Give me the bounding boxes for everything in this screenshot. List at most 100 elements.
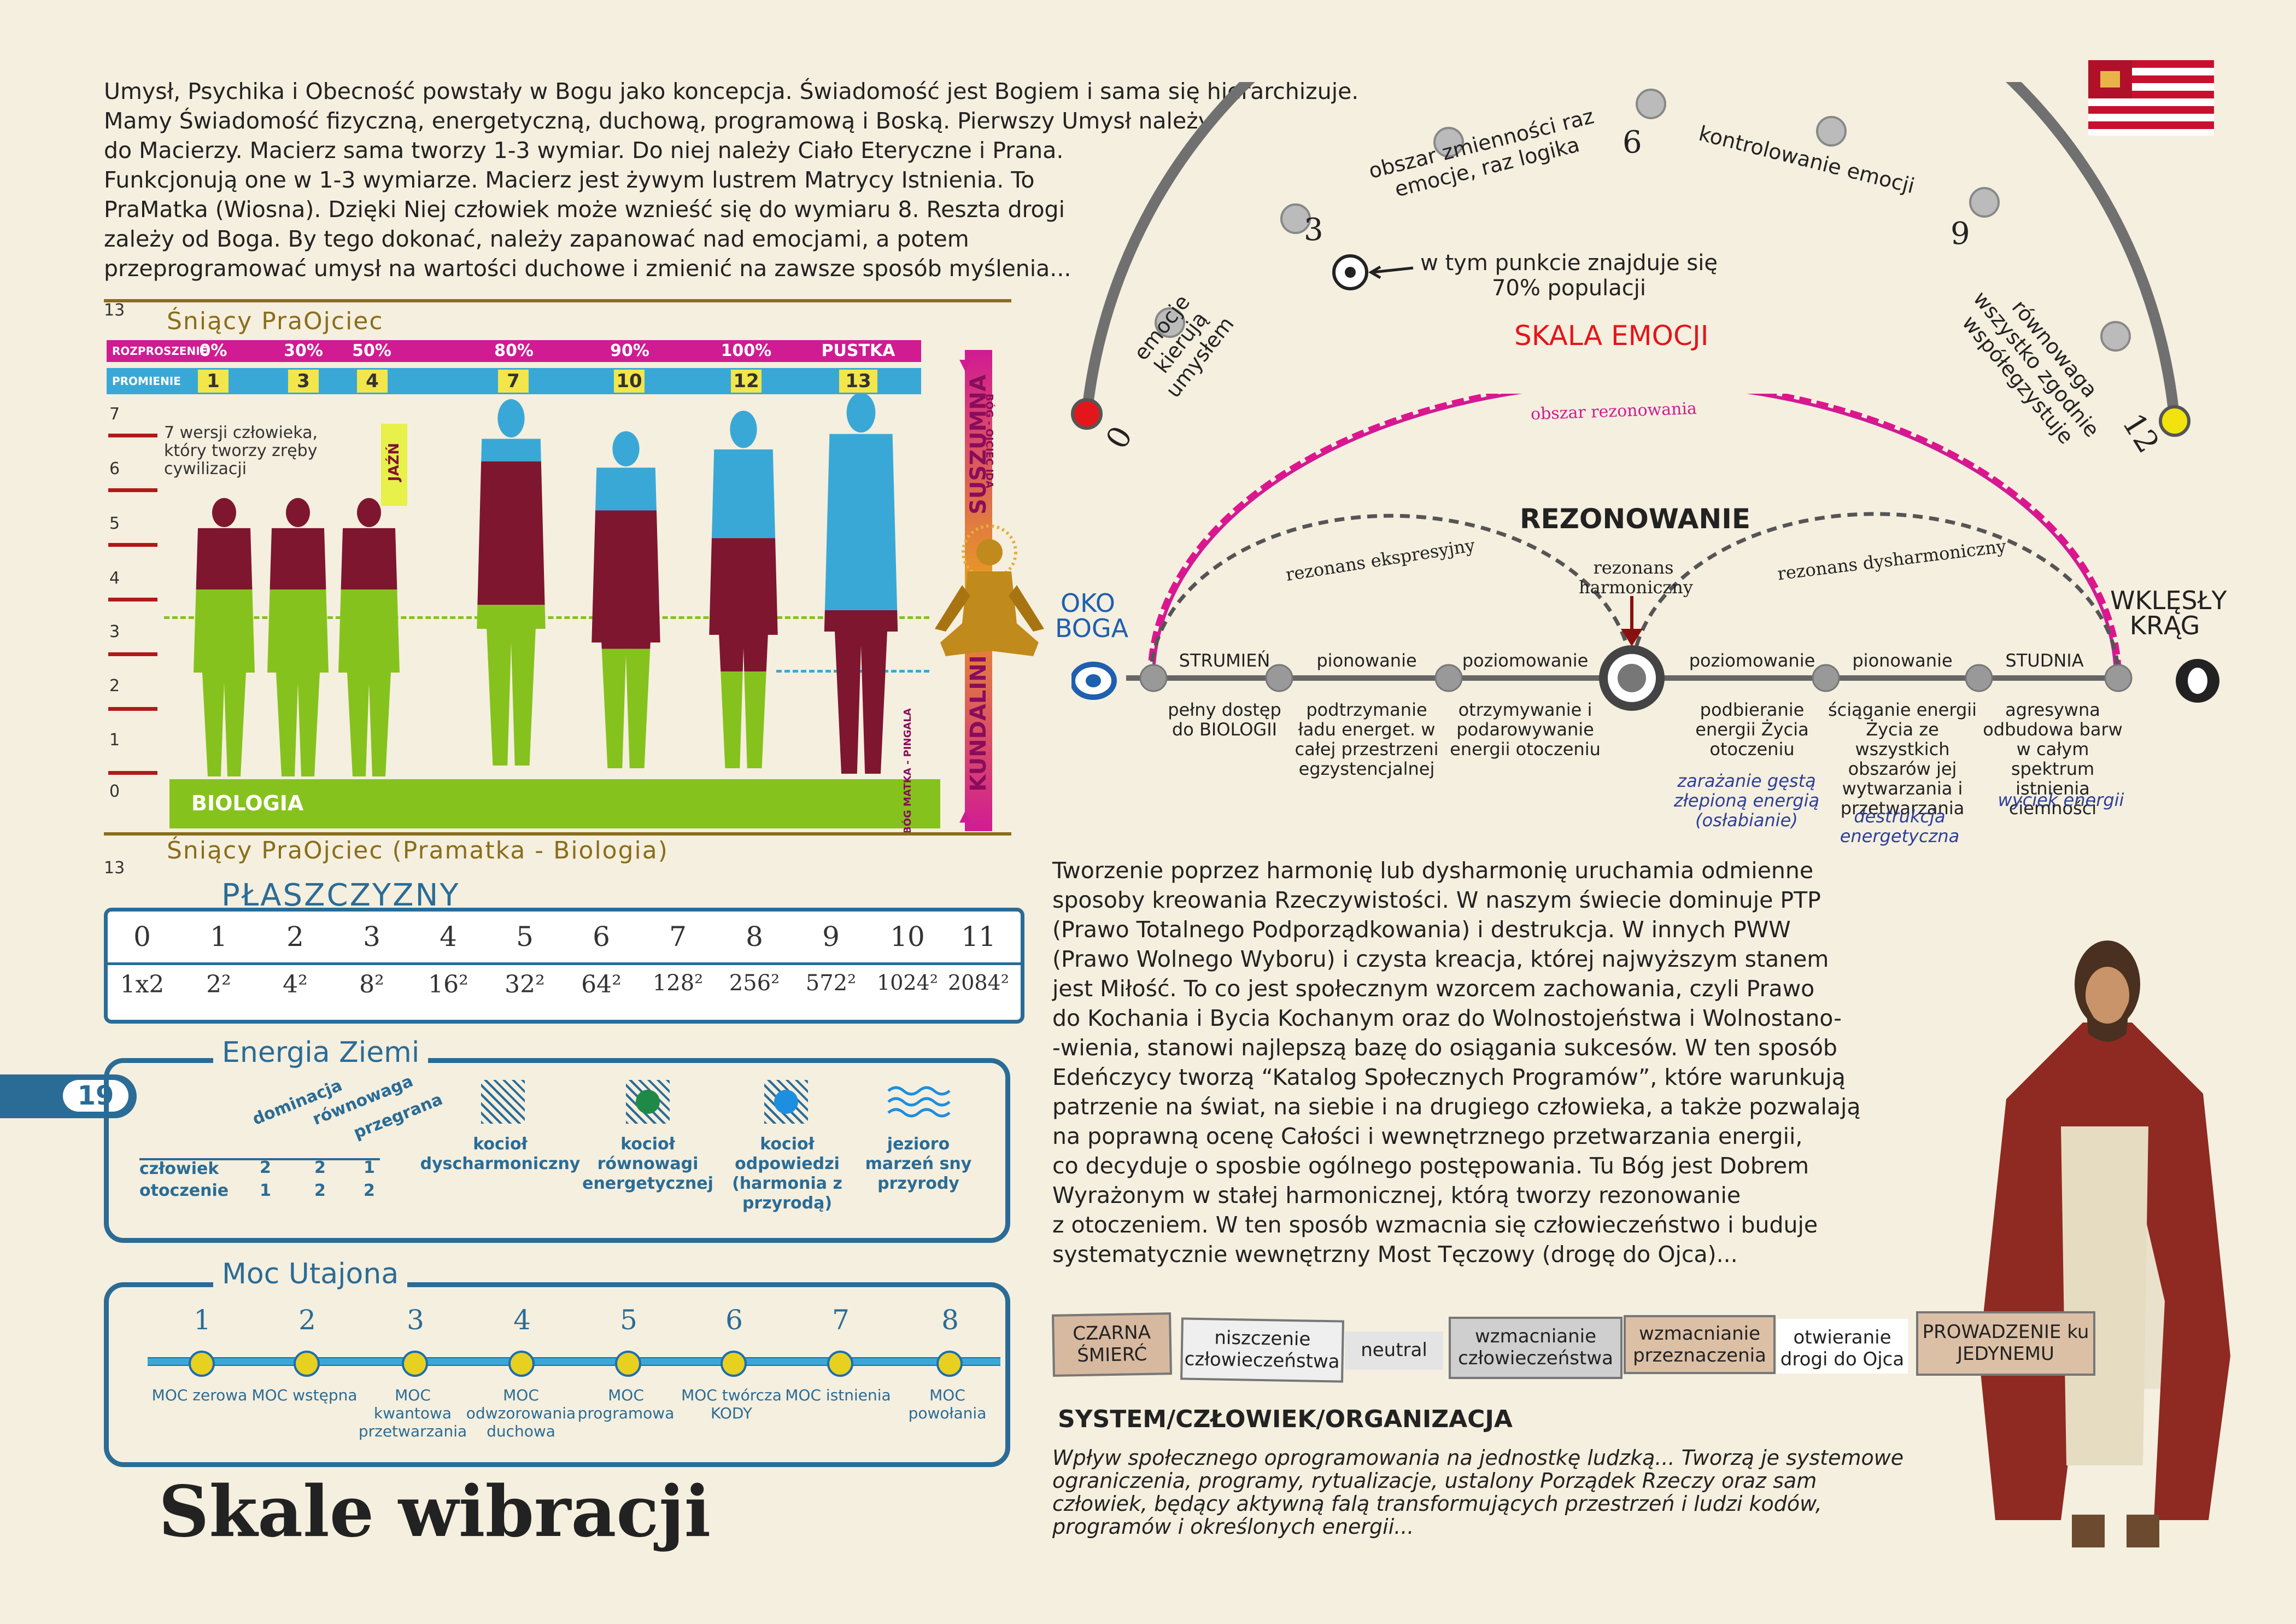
bottom-praojciec-label: Śniący PraOjciec (Pramatka - Biologia) [167, 837, 669, 864]
scale-tick [108, 543, 157, 547]
top-praojciec-label: Śniący PraOjciec [167, 307, 384, 335]
system-box-label: wzmacnianie przeznaczenia [1633, 1323, 1766, 1366]
wklesly-krag-label: WKLĘSŁY KRĄG [2110, 586, 2227, 640]
station-desc: pełny dostęp do BIOLOGII [1168, 699, 1281, 740]
percent-label: 0% [199, 341, 227, 360]
level-3-dashed-line [164, 616, 929, 619]
figure-6 [709, 411, 778, 768]
figure-1 [194, 498, 255, 776]
plane-bottom: 64² [581, 971, 622, 998]
main-line: systematycznie wewnętrzny Most Tęczowy (… [1052, 1241, 1738, 1267]
plane-bottom: 128² [652, 971, 704, 996]
arrow-down-icon: ▼ [959, 355, 971, 373]
divider [104, 832, 1011, 836]
plane-top: 4 [440, 921, 457, 953]
row1-label: ROZPROSZENIE [112, 344, 208, 358]
plane-bottom: 32² [505, 971, 545, 998]
plane-top: 8 [746, 921, 763, 953]
plane-top: 11 [961, 921, 996, 953]
system-box-czarna-smierc: CZARNA ŚMIERĆ [1052, 1312, 1172, 1377]
scale-number: 1 [109, 731, 120, 750]
scale-number: 4 [109, 569, 120, 588]
plane-bottom: 1024² [877, 971, 938, 995]
station-desc: podbieranie energii Życia otoczeniu [1695, 699, 1809, 760]
intro-text: Umysł, Psychika i Obecność powstały w Bo… [104, 77, 1427, 283]
arrow-up-icon: ▲ [959, 807, 971, 825]
val: 1 [364, 1158, 375, 1177]
scale-number: 7 [109, 405, 120, 424]
scale-max-label: 13 [104, 301, 125, 320]
intro-line: PraMatka (Wiosna). Dzięki Niej człowiek … [104, 196, 1065, 223]
scale-number: 0 [109, 782, 120, 801]
scale-min-label: 13 [104, 858, 125, 878]
plane-bottom: 2084² [948, 971, 1009, 995]
percent-label: 100% [721, 341, 772, 360]
moc-number: 2 [298, 1304, 316, 1336]
system-box-wzmacnianie-przeznaczenia: wzmacnianie przeznaczenia [1624, 1315, 1776, 1374]
moc-label: MOC powołania [908, 1386, 987, 1422]
earth-item: jezioro marzeń sny przyrody [865, 1135, 972, 1193]
figure-5 [591, 431, 660, 768]
system-text: Wpływ społecznego oprogramowania na jedn… [1052, 1446, 1904, 1539]
intro-line: Mamy Świadomość fizyczną, energetyczną, … [104, 108, 1211, 134]
meditating-figure-icon [935, 524, 1044, 656]
system-box-label: niszczenie człowieczeństwa [1184, 1327, 1340, 1373]
station-label: pionowanie [1852, 650, 1953, 671]
plane-top: 2 [286, 921, 304, 953]
moc-number: 7 [832, 1304, 850, 1336]
station-desc: agresywna odbudowa barw w całym spektrum… [1983, 699, 2123, 819]
earth-item: kocioł dyscharmoniczny [420, 1135, 581, 1173]
moc-label: MOC wstępna [251, 1386, 358, 1404]
station-label: poziomowanie [1689, 650, 1815, 671]
station-desc: otrzymywanie i podarowywanie energii oto… [1450, 699, 1601, 760]
moc-node-icon [615, 1351, 641, 1377]
plane-top: 5 [516, 921, 534, 953]
plane-top: 6 [593, 921, 610, 953]
moc-number: 6 [725, 1304, 743, 1336]
seven-versions-note: 7 wersji człowieka, który tworzy zręby c… [164, 423, 318, 478]
val: 2 [364, 1181, 375, 1200]
system-box-niszczenie: niszczenie człowieczeństwa [1180, 1317, 1344, 1383]
moc-number: 1 [194, 1304, 211, 1336]
plane-top: 7 [669, 921, 687, 953]
percent-label: 30% [284, 341, 323, 360]
main-line: patrzenie na świat, na siebie i na drugi… [1052, 1094, 1861, 1120]
scale-tick [108, 488, 157, 492]
ray-number: 13 [839, 370, 877, 393]
scale-tick [108, 652, 157, 656]
scale-tick [108, 707, 157, 711]
val: 2 [314, 1158, 326, 1177]
plane-bottom: 16² [428, 971, 468, 998]
main-line: na poprawną ocenę Całości i wewnętrznego… [1052, 1123, 1803, 1149]
earth-energy-box [104, 1058, 1010, 1243]
val: 1 [260, 1181, 271, 1200]
moc-number: 4 [513, 1304, 531, 1336]
moc-line [148, 1357, 1000, 1366]
percent-label: 90% [610, 341, 649, 360]
ray-number: 12 [731, 370, 762, 393]
system-box-label: CZARNA ŚMIERĆ [1072, 1321, 1151, 1367]
emotion-n3: 3 [1304, 212, 1323, 248]
main-line: (Prawo Totalnego Podporządkowania) i des… [1052, 916, 1791, 943]
moc-node-icon [189, 1351, 215, 1377]
main-line: jest Miłość. To co jest społecznym wzorc… [1052, 975, 1815, 1002]
flag-icon [2088, 60, 2214, 136]
moc-label: MOC kwantowa przetwarzania [358, 1386, 467, 1440]
moc-label: MOC zerowa [151, 1386, 248, 1404]
scale-tick [108, 771, 157, 775]
percent-label: PUSTKA [821, 341, 895, 360]
effect-label: destrukcja energetyczna [1840, 806, 1960, 846]
scale-tick [108, 598, 157, 601]
oko-boga-label: OKO BOGA [1055, 588, 1129, 643]
system-box-label: wzmacnianie człowieczeństwa [1458, 1325, 1613, 1369]
ray-number: 7 [498, 370, 529, 393]
figure-4 [477, 399, 546, 766]
biologia-label: BIOLOGIA [191, 791, 304, 815]
figure-7 [824, 394, 898, 774]
station-desc: ściąganie energii Życia ze wszystkich ob… [1828, 699, 1977, 819]
percent-label: 50% [352, 341, 391, 360]
moc-label: MOC istnienia [785, 1386, 891, 1404]
val: 2 [314, 1181, 326, 1200]
system-box-otwieranie: otwieranie drogi do Ojca [1777, 1319, 1908, 1374]
waves-icon [887, 1086, 951, 1118]
